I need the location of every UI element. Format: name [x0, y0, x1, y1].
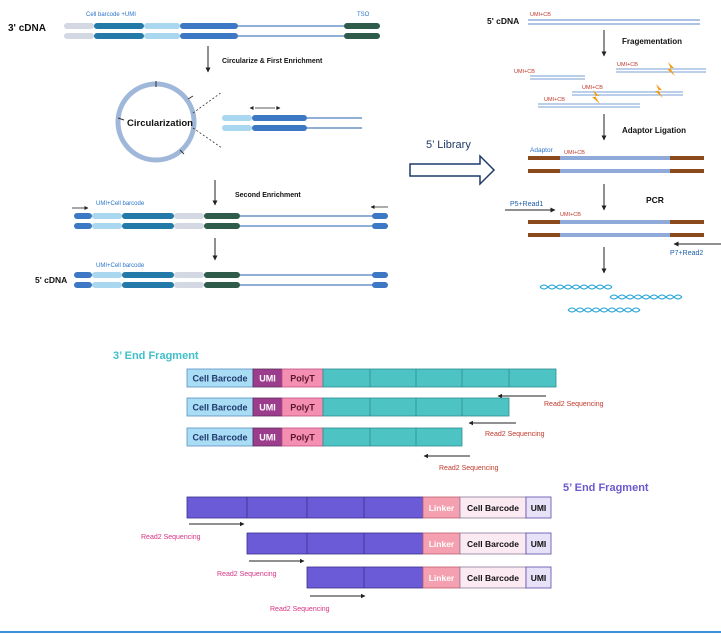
cell-barcode-label: Cell Barcode — [192, 433, 247, 443]
umi-label: UMI — [531, 539, 547, 549]
lightning-icon — [655, 84, 663, 98]
step1-label: Circularize & First Enrichment — [222, 58, 323, 65]
polyt-label: PolyT — [290, 403, 315, 413]
three-prime-row-3: Cell Barcode UMI PolyT — [186, 427, 463, 447]
cdna-3-strand — [64, 23, 380, 39]
cell-barcode-label: Cell Barcode — [467, 539, 519, 549]
umi-label: UMI — [531, 573, 547, 583]
three-prime-row-1: Cell Barcode UMI PolyT — [186, 368, 557, 388]
step2-label: Second Enrichment — [235, 192, 301, 199]
cdna-3-label: 3' cDNA — [8, 23, 46, 34]
circularization-label: Circularization — [127, 118, 193, 129]
second-enrichment-strand — [72, 205, 388, 229]
read2-label-3p-1: Read2 Sequencing — [544, 401, 604, 408]
library-arrow-label: 5’ Library — [426, 139, 471, 151]
umi-label: UMI — [259, 433, 276, 443]
zoom-line-bottom — [192, 127, 223, 149]
five-prime-row-3: Linker Cell Barcode UMI — [306, 566, 552, 589]
p7-read2-label: P7+Read2 — [670, 250, 703, 257]
svg-text:UMI+CB: UMI+CB — [514, 69, 535, 75]
svg-text:UMI+CB: UMI+CB — [544, 97, 565, 103]
linker-label: Linker — [429, 573, 455, 583]
svg-text:UMI+CB: UMI+CB — [582, 85, 603, 91]
library-arrow — [409, 154, 496, 186]
lightning-icon — [667, 62, 675, 76]
pcr-label: PCR — [646, 195, 664, 205]
tso-label: TSO — [357, 12, 370, 18]
umi-cell-barcode-label-1: UMI+Cell barcode — [96, 201, 145, 207]
umi-cell-barcode-label-2: UMI+Cell barcode — [96, 263, 145, 269]
cdna-5-label-left: 5' cDNA — [35, 275, 67, 285]
read2-label-5p-2: Read2 Sequencing — [217, 571, 277, 578]
polyt-label: PolyT — [290, 374, 315, 384]
umi-label: UMI — [259, 374, 276, 384]
umi-cb-label-top: UMI+CB — [530, 12, 551, 18]
umi-label: UMI — [259, 403, 276, 413]
read2-label-3p-2: Read2 Sequencing — [485, 431, 545, 438]
zoom-line-top — [192, 91, 223, 114]
fragments: UMI+CB UMI+CB UMI+CB UMI+CB — [514, 62, 706, 108]
three-prime-row-2: Cell Barcode UMI PolyT — [186, 397, 510, 417]
dna-helix-group — [539, 284, 683, 313]
pcr-fragment — [528, 220, 704, 237]
lightning-icon — [592, 90, 600, 104]
cell-barcode-label: Cell Barcode — [192, 403, 247, 413]
cell-barcode-label: Cell Barcode — [467, 573, 519, 583]
cell-barcode-label: Cell Barcode — [467, 503, 519, 513]
umi-cb-label-ligation: UMI+CB — [564, 150, 585, 156]
linker-label: Linker — [429, 503, 455, 513]
five-prime-row-1: Linker Cell Barcode UMI — [186, 496, 552, 519]
circ-zoom-strand — [222, 106, 362, 131]
p5-read1-label: P5+Read1 — [510, 201, 543, 208]
read2-label-5p-3: Read2 Sequencing — [270, 606, 330, 613]
umi-label: UMI — [531, 503, 547, 513]
umi-cb-label-pcr: UMI+CB — [560, 212, 581, 218]
cdna-5-strand-left — [74, 272, 388, 288]
fragmentation-label: Fragementation — [622, 37, 682, 46]
three-prime-title: 3’ End Fragment — [113, 350, 199, 362]
linker-label: Linker — [429, 539, 455, 549]
barcode-umi-label: Cell barcode +UMI — [86, 12, 136, 18]
adaptor-label: Adaptor — [530, 147, 554, 154]
circularization-circle — [115, 81, 197, 163]
five-prime-title: 5’ End Fragment — [563, 482, 649, 494]
adaptor-ligation-label: Adaptor Ligation — [622, 126, 686, 135]
cdna-5-label-right: 5' cDNA — [487, 16, 519, 26]
read2-label-3p-3: Read2 Sequencing — [439, 465, 499, 472]
svg-text:UMI+CB: UMI+CB — [617, 62, 638, 68]
cell-barcode-label: Cell Barcode — [192, 374, 247, 384]
top-right-panel: 5' cDNA UMI+CB Fragementation UMI+CB UMI… — [487, 12, 721, 313]
five-prime-row-2: Linker Cell Barcode UMI — [246, 532, 552, 555]
polyt-label: PolyT — [290, 433, 315, 443]
read2-label-5p-1: Read2 Sequencing — [141, 534, 201, 541]
ligated-fragment — [528, 156, 704, 173]
top-left-panel: 3' cDNA Cell barcode +UMI TSO Circulariz… — [8, 12, 388, 288]
